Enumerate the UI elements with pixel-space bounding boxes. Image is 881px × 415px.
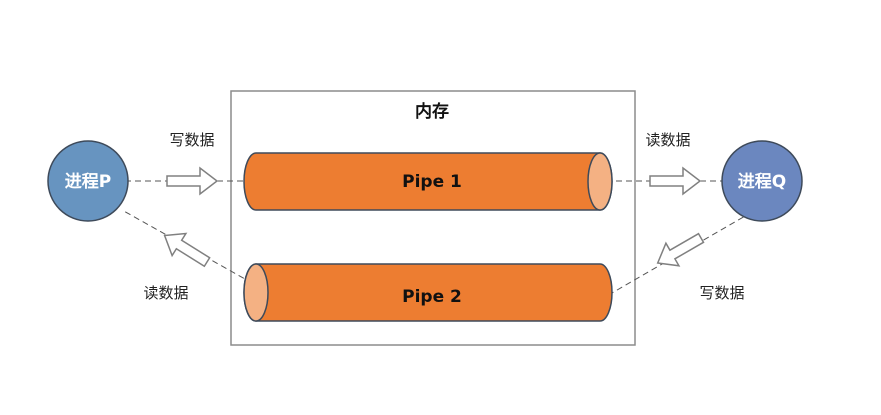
- edge-label-p-write: 写数据: [169, 131, 214, 149]
- arrow-q-write-icon: [656, 232, 705, 267]
- arrow-p-read-icon: [163, 232, 211, 268]
- memory-title: 内存: [415, 101, 449, 122]
- pipe-2-opening: [243, 263, 269, 322]
- process-p-label: 进程P: [65, 172, 111, 192]
- pipe-1-label: Pipe 1: [402, 172, 462, 192]
- process-q-label: 进程Q: [738, 172, 786, 192]
- pipe-2-label: Pipe 2: [402, 287, 462, 307]
- pipe-1-opening: [587, 152, 613, 211]
- pipe-1: Pipe 1: [243, 152, 613, 211]
- edge-label-q-write: 写数据: [699, 284, 744, 302]
- arrow-p-write-icon: [166, 166, 219, 196]
- edge-label-q-read: 读数据: [645, 131, 690, 149]
- arrow-q-read-icon: [649, 166, 702, 196]
- edge-label-p-read: 读数据: [143, 284, 188, 302]
- process-p-node: 进程P: [47, 140, 129, 222]
- process-q-circle: [721, 140, 803, 222]
- pipe-2: Pipe 2: [243, 263, 613, 322]
- process-q-node: 进程Q: [721, 140, 803, 222]
- process-p-circle: [47, 140, 129, 222]
